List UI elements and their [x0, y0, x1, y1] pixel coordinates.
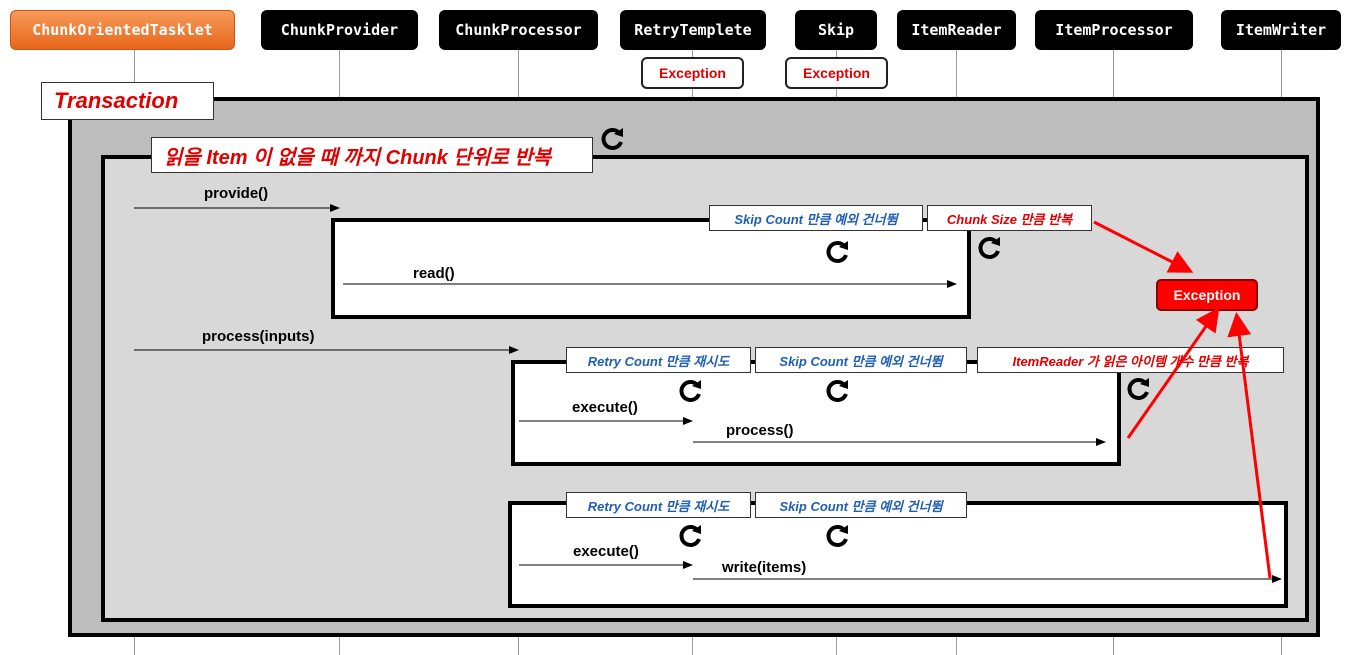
itemreader-repeat-tag: ItemReader 가 읽은 아이템 개수 만큼 반복 [977, 347, 1284, 373]
participant-chunk-provider: ChunkProvider [261, 10, 418, 50]
message-execute-write: execute() [573, 543, 639, 560]
skip-count-tag-write: Skip Count 만큼 예외 건너뜀 [755, 492, 967, 518]
participant-item-reader: ItemReader [897, 10, 1016, 50]
message-process-inputs: process(inputs) [202, 328, 315, 345]
red-arrow-process [1126, 307, 1220, 439]
loop-icon-retry-write [679, 525, 701, 547]
participant-retry-templete: RetryTemplete [620, 10, 766, 50]
provide-read-frame [331, 218, 971, 319]
loop-icon-itemreader-repeat [1127, 378, 1149, 400]
loop-icon-chunk [601, 128, 623, 150]
message-write-items: write(items) [722, 559, 807, 576]
participant-item-writer: ItemWriter [1221, 10, 1341, 50]
participant-item-processor: ItemProcessor [1035, 10, 1193, 50]
red-arrow-write [1227, 312, 1272, 579]
message-process: process() [726, 422, 794, 439]
loop-icon-skip-process [826, 380, 848, 402]
chunk-loop-label: 읽을 Item 이 없을 때 까지 Chunk 단위로 반복 [151, 137, 593, 173]
participant-chunk-processor: ChunkProcessor [439, 10, 598, 50]
loop-icon-retry-process [679, 380, 701, 402]
red-arrow-chunk-size [1093, 220, 1194, 273]
message-provide: provide() [204, 185, 269, 202]
loop-icon-skip-read [826, 241, 848, 263]
participant-chunk-oriented-tasklet: ChunkOrientedTasklet [10, 10, 235, 50]
loop-icon-chunk-size [978, 237, 1000, 259]
participant-skip: Skip [795, 10, 877, 50]
transaction-label: Transaction [41, 82, 214, 120]
message-read: read() [413, 265, 455, 282]
message-execute-process: execute() [572, 399, 638, 416]
retry-count-tag-write: Retry Count 만큼 재시도 [566, 492, 751, 518]
skip-exception-box: Exception [785, 57, 888, 89]
loop-icon-skip-write [826, 525, 848, 547]
skip-count-tag-read: Skip Count 만큼 예외 건너뜀 [709, 205, 923, 231]
retry-count-tag-process: Retry Count 만큼 재시도 [566, 347, 751, 373]
skip-count-tag-process: Skip Count 만큼 예외 건너뜀 [755, 347, 967, 373]
retry-exception-box: Exception [641, 57, 744, 89]
chunk-size-tag: Chunk Size 만큼 반복 [927, 205, 1092, 231]
